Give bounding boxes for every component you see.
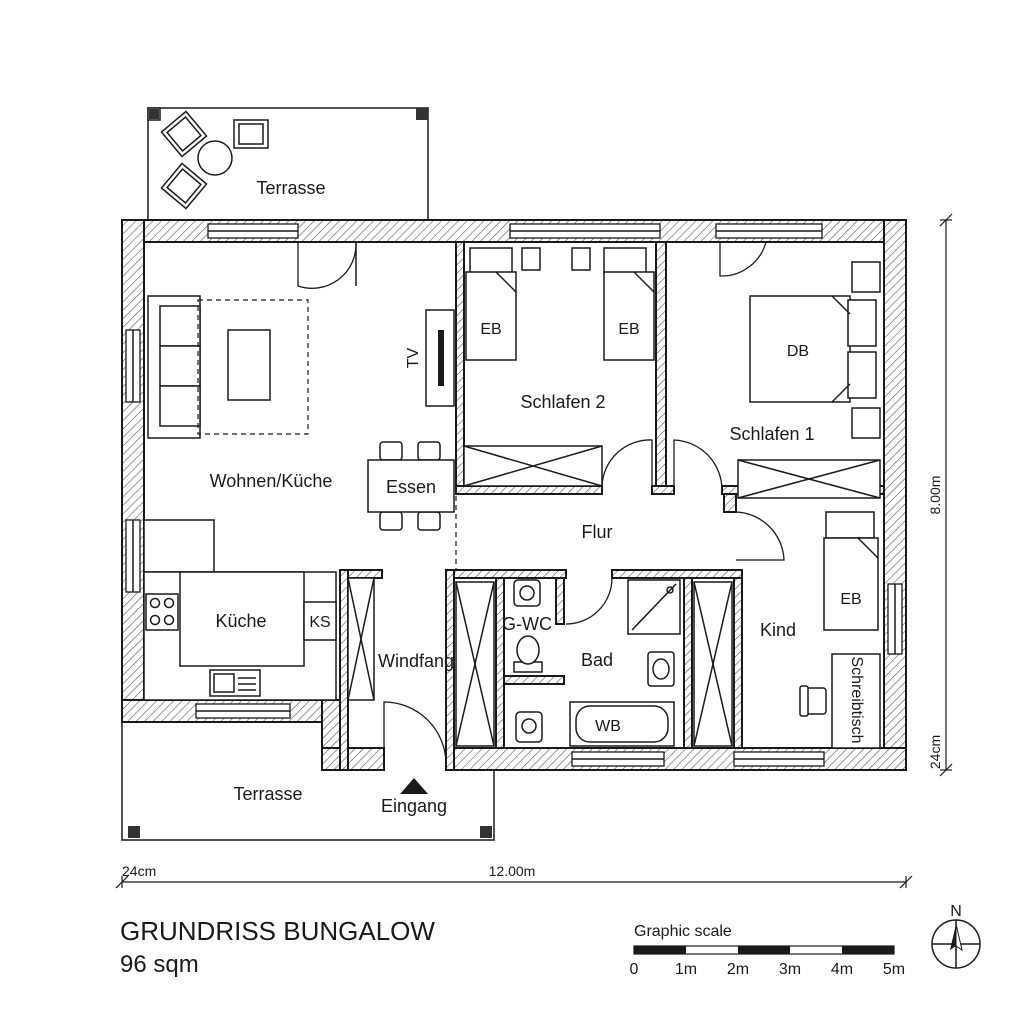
toilet-icon [515, 711, 543, 743]
scale-tick: 5m [883, 961, 905, 978]
tv-label: TV [405, 347, 422, 368]
room-label-kitchen: Küche [215, 611, 266, 631]
north-arrow-icon: N [931, 903, 981, 969]
dining-set [367, 441, 455, 531]
scale-tick: 2m [727, 961, 749, 978]
child-room: EB Kind Schreibtisch [760, 511, 881, 749]
desk-icon: Schreibtisch [831, 653, 881, 749]
bathtub-icon: WB [569, 701, 675, 747]
fridge-label: KS [309, 614, 330, 631]
vestibule: Windfang [347, 577, 454, 765]
round-table-icon [197, 140, 233, 176]
desk-label: Schreibtisch [848, 656, 865, 743]
guest-wc: G-WC [502, 577, 613, 673]
bath: Bad WB [515, 579, 681, 747]
shower-icon [627, 579, 681, 635]
hall: Flur [582, 511, 785, 561]
plan-title: GRUNDRISS BUNGALOW [120, 916, 435, 946]
dimension-wall-bottom: 24cm [927, 735, 943, 769]
windows [125, 223, 903, 767]
title-block: GRUNDRISS BUNGALOW 96 sqm [120, 916, 435, 978]
scale-tick: 0 [630, 961, 639, 978]
scale-tick: 4m [831, 961, 853, 978]
rug [197, 299, 309, 435]
single-bed-icon: EB [823, 511, 879, 631]
room-label-living: Wohnen/Küche [210, 471, 333, 491]
lounge-chair-icon [160, 162, 208, 210]
living-area: TV Essen Wohnen/Küche [143, 241, 457, 701]
single-bed-icon: EB [603, 271, 655, 361]
dimension-horizontal: 24cm 12.00m [115, 863, 913, 889]
lounge-chair-icon [160, 110, 208, 158]
entrance-label: Eingang [381, 796, 447, 816]
dimension-wall-left: 24cm [122, 863, 156, 879]
graphic-scale: Graphic scale 0 1m 2m 3m 4m 5m [630, 923, 906, 978]
closets [455, 581, 733, 747]
bed-label: DB [787, 343, 809, 360]
bed-label: EB [840, 591, 861, 608]
dining-label: Essen [386, 477, 436, 497]
room-label-guest-wc: G-WC [502, 614, 552, 634]
office-chair-icon [799, 685, 827, 717]
bed-label: EB [618, 321, 639, 338]
wardrobe-icon [463, 445, 603, 487]
single-bed-icon: EB [465, 271, 517, 361]
entrance-arrow-icon [400, 778, 428, 794]
armchair-icon [233, 119, 269, 149]
double-bed-icon: DB [749, 295, 877, 403]
room-label-bedroom-1: Schlafen 1 [729, 424, 814, 444]
sofa-icon [147, 295, 201, 439]
dimension-height: 8.00m [927, 476, 943, 515]
terrace-bottom: Terrasse Eingang [121, 722, 495, 841]
room-label-hall: Flur [582, 522, 613, 542]
room-label-bath: Bad [581, 650, 613, 670]
room-label-terrace-top: Terrasse [256, 178, 325, 198]
scale-tick: 1m [675, 961, 697, 978]
room-label-vestibule: Windfang [378, 651, 454, 671]
washbasin-icon [647, 651, 675, 687]
bed-label: EB [480, 321, 501, 338]
north-label: N [950, 903, 962, 920]
dimension-width: 12.00m [489, 863, 536, 879]
wardrobe-icon [737, 459, 881, 499]
dimension-vertical: 8.00m 24cm [927, 213, 953, 777]
room-label-terrace-bottom: Terrasse [233, 784, 302, 804]
plan-area: 96 sqm [120, 951, 199, 978]
kitchen-counters [143, 519, 337, 701]
bathtub-label: WB [595, 718, 621, 735]
bedroom-1: DB Schlafen 1 [673, 241, 881, 499]
scale-tick: 3m [779, 961, 801, 978]
scale-label: Graphic scale [634, 923, 732, 940]
room-label-child: Kind [760, 620, 796, 640]
bedroom-2: EB EB Schlafen 2 [463, 247, 655, 487]
coffee-table [227, 329, 271, 401]
room-label-bedroom-2: Schlafen 2 [520, 392, 605, 412]
toilet-icon [513, 635, 543, 673]
terrace-top: Terrasse [147, 107, 429, 220]
tv-icon [425, 309, 455, 407]
